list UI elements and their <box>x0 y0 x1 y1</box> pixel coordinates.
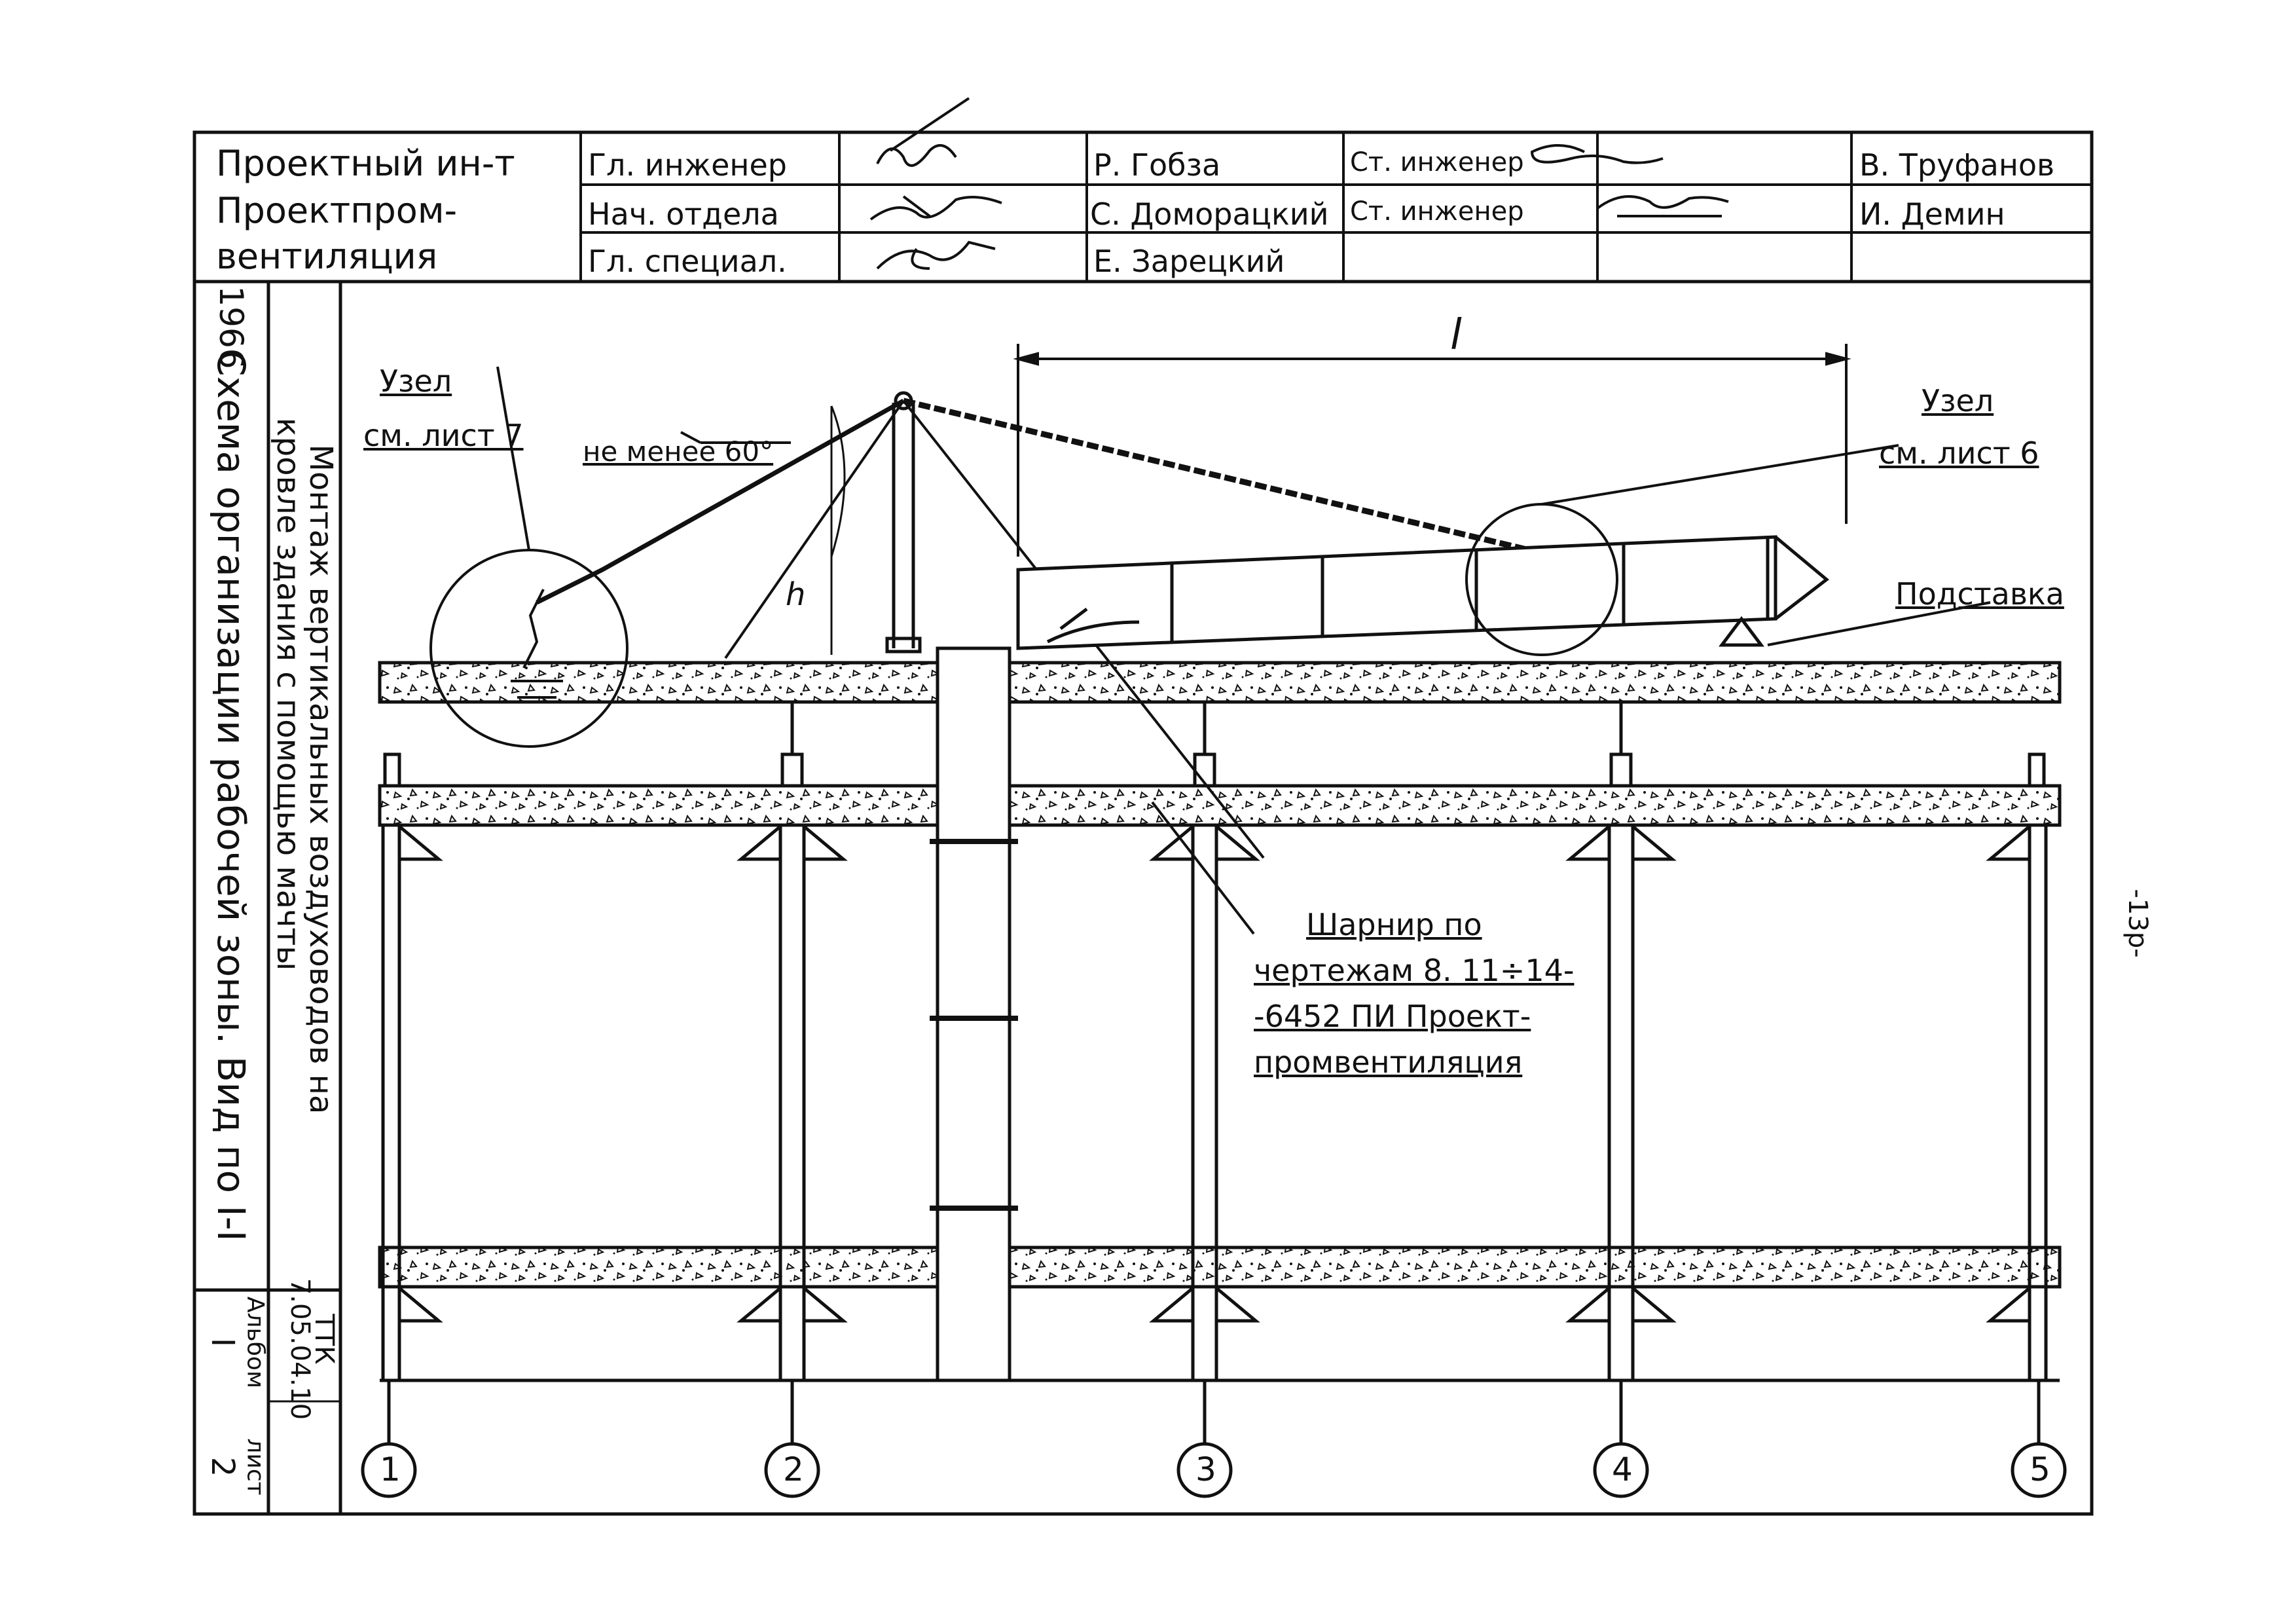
code: 7.05.04.10 <box>285 1278 315 1420</box>
name-1: Р. Гобза <box>1093 147 1221 183</box>
sheet-label: лист <box>242 1438 269 1496</box>
axis-label-2: 2 <box>783 1450 804 1488</box>
page-number: -13р- <box>2123 889 2153 958</box>
axis-label-4: 4 <box>1612 1450 1633 1488</box>
album-label: Альбом <box>242 1296 269 1389</box>
node-right-label: Узел <box>1922 383 1994 418</box>
node-right-ref: см. лист 6 <box>1879 435 2039 471</box>
role-2: Нач. отдела <box>588 196 779 232</box>
dim-h-label: h <box>786 576 806 613</box>
axis-label-1: 1 <box>380 1450 401 1488</box>
role-3: Гл. специал. <box>588 244 787 279</box>
floor-slabs <box>378 661 2062 1382</box>
hinge-line-2: чертежам 8. 11÷14- <box>1254 953 1575 988</box>
org-line-3: вентиляция <box>216 236 438 277</box>
signatures <box>869 97 1729 270</box>
role-1: Гл. инженер <box>588 147 787 183</box>
dim-l-label: l <box>1450 311 1462 360</box>
building-columns <box>381 702 2048 1380</box>
sheet-title-main: Схема организации рабочей зоны. Вид по I… <box>209 350 253 1242</box>
detail-circles <box>429 366 1899 748</box>
stand-label: Подставка <box>1895 576 2064 612</box>
angle-label: не менее 60° <box>583 435 774 468</box>
axis-label-3: 3 <box>1195 1450 1216 1488</box>
name2-2: И. Демин <box>1859 196 2005 232</box>
role2-1: Ст. инженер <box>1350 147 1524 177</box>
title-block-grid <box>579 132 2092 282</box>
sheet-number: 2 <box>204 1456 241 1477</box>
dimension-lines <box>680 344 1991 935</box>
axis-label-5: 5 <box>2030 1450 2050 1488</box>
vertical-duct-shaft <box>930 646 1018 1382</box>
hinge-line-4: промвентиляция <box>1254 1044 1523 1080</box>
hinge-line-1: Шарнир по <box>1306 907 1482 942</box>
node-left-label: Узел <box>380 363 452 399</box>
horizontal-duct <box>1016 535 1829 650</box>
hinge-line-3: -6452 ПИ Проект- <box>1254 999 1531 1034</box>
name2-1: В. Труфанов <box>1859 147 2055 183</box>
sheet-frame <box>192 130 2094 1516</box>
axis-markers <box>361 1380 2067 1498</box>
sheet-title-sub-2: кровле здания с помощью мачты <box>270 417 306 971</box>
node-left-ref: см. лист 7 <box>363 418 524 453</box>
role2-2: Ст. инженер <box>1350 196 1524 227</box>
name-2: С. Доморацкий <box>1090 196 1329 232</box>
sheet-title-sub-1: Монтаж вертикальных воздуховодов на <box>302 444 339 1115</box>
org-line-2: Проектпром- <box>216 190 458 231</box>
org-line-1: Проектный ин-т <box>216 143 515 184</box>
sheet-year: 1966 <box>212 286 250 369</box>
name-3: Е. Зарецкий <box>1093 244 1285 279</box>
album: I <box>204 1337 241 1348</box>
